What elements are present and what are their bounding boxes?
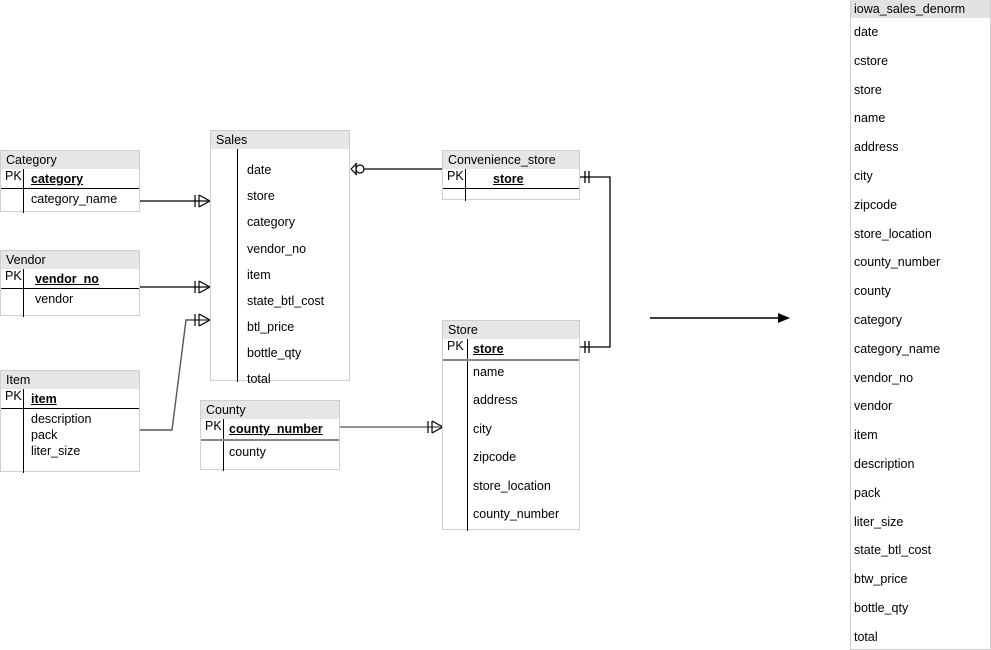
entity-county-pk-county-number: county_number xyxy=(229,422,323,436)
denorm-column-county-number[interactable]: county_number xyxy=(854,255,941,270)
denorm-column-county[interactable]: county xyxy=(854,284,891,299)
entity-store-pk-tag: PK xyxy=(447,339,464,353)
denorm-table-title: iowa_sales_denorm xyxy=(851,0,990,18)
entity-store-attr-zipcode: zipcode xyxy=(473,450,517,464)
entity-sales-body: date store category vendor_no item state… xyxy=(211,149,349,386)
entity-vendor[interactable]: Vendor PK vendor_no vendor xyxy=(0,250,140,317)
entity-sales-title: Sales xyxy=(211,131,349,149)
entity-sales-attr-total: total xyxy=(247,372,271,386)
entity-county-pk-tag: PK xyxy=(205,419,222,433)
entity-item[interactable]: Item PK item description pack liter_size xyxy=(0,370,140,473)
denorm-column-city[interactable]: city xyxy=(854,168,873,183)
denorm-column-date[interactable]: date xyxy=(854,25,879,39)
denorm-column-item[interactable]: item xyxy=(854,428,878,443)
entity-category-body: PK category category_name xyxy=(1,169,139,213)
entity-vendor-pk-tag: PK xyxy=(5,269,22,283)
denorm-column-store[interactable]: store xyxy=(854,82,882,97)
entity-store-attr-address: address xyxy=(473,393,518,407)
entity-county[interactable]: County PK county_number county xyxy=(200,400,340,471)
denorm-column-description[interactable]: description xyxy=(854,456,915,471)
denorm-column-category[interactable]: category xyxy=(854,312,902,327)
entity-item-attr-description: description xyxy=(31,412,92,426)
entity-store-attr-county-number: county_number xyxy=(473,507,560,521)
transform-arrow xyxy=(650,313,790,323)
entity-convenience-store[interactable]: Convenience_store PK store xyxy=(442,150,580,201)
denorm-column-pack[interactable]: pack xyxy=(854,485,881,500)
entity-vendor-pk-vendor-no: vendor_no xyxy=(35,272,99,286)
denorm-column-store-location[interactable]: store_location xyxy=(854,226,932,241)
entity-item-title: Item xyxy=(1,371,139,389)
entity-item-attr-liter-size: liter_size xyxy=(31,444,81,458)
entity-sales-attr-category: category xyxy=(247,215,295,229)
denorm-column-address[interactable]: address xyxy=(854,140,899,155)
entity-category-title: Category xyxy=(1,151,139,169)
denorm-column-bottle-qty[interactable]: bottle_qty xyxy=(854,600,909,615)
denorm-column-vendor[interactable]: vendor xyxy=(854,399,893,414)
entity-item-body: PK item description pack liter_size xyxy=(1,389,139,473)
relationship-vendor-sales xyxy=(140,280,211,294)
entity-convenience-store-pk-tag: PK xyxy=(447,169,464,183)
entity-category[interactable]: Category PK category category_name xyxy=(0,150,140,213)
entity-item-attr-pack: pack xyxy=(31,428,58,442)
entity-store-attr-city: city xyxy=(473,422,492,436)
entity-vendor-body: PK vendor_no vendor xyxy=(1,269,139,317)
entity-item-pk-tag: PK xyxy=(5,389,22,403)
entity-item-pk-item: item xyxy=(31,392,57,406)
denorm-column-category-name[interactable]: category_name xyxy=(854,341,941,356)
entity-county-title: County xyxy=(201,401,339,419)
entity-county-attr-county: county xyxy=(229,445,266,459)
entity-category-pk-tag: PK xyxy=(5,169,22,183)
denorm-column-state-btl-cost[interactable]: state_btl_cost xyxy=(854,543,932,558)
entity-store-attr-name: name xyxy=(473,365,505,379)
denorm-column-btw-price[interactable]: btw_price xyxy=(854,572,908,587)
denormalized-table-panel[interactable]: iowa_sales_denorm date cstore store name add… xyxy=(850,0,991,650)
entity-store-pk-store: store xyxy=(473,342,504,356)
entity-sales-attr-btl-price: btl_price xyxy=(247,320,295,334)
denorm-column-name[interactable]: name xyxy=(854,111,886,126)
entity-convenience-store-title: Convenience_store xyxy=(443,151,579,169)
entity-store-body: PK store name address city zipcode store… xyxy=(443,339,579,531)
denorm-column-liter-size[interactable]: liter_size xyxy=(854,514,904,529)
entity-sales-attr-bottle-qty: bottle_qty xyxy=(247,346,302,360)
entity-vendor-title: Vendor xyxy=(1,251,139,269)
entity-convenience-store-pk-store: store xyxy=(493,172,524,186)
denorm-column-vendor-no[interactable]: vendor_no xyxy=(854,370,914,385)
entity-sales[interactable]: Sales date store category vendor_no item… xyxy=(210,130,350,386)
relationship-county-store xyxy=(340,420,444,434)
entity-convenience-store-body: PK store xyxy=(443,169,579,201)
entity-sales-attr-item: item xyxy=(247,268,271,282)
relationship-category-sales xyxy=(140,194,211,208)
entity-sales-attr-store: store xyxy=(247,189,275,203)
entity-category-attr-category-name: category_name xyxy=(31,192,118,206)
denorm-column-total[interactable]: total xyxy=(854,629,878,644)
entity-store-attr-store-location: store_location xyxy=(473,479,551,493)
entity-sales-attr-vendor-no: vendor_no xyxy=(247,242,307,256)
relationship-conveniencestore-store xyxy=(580,171,611,353)
entity-sales-attr-state-btl-cost: state_btl_cost xyxy=(247,294,325,308)
entity-store-title: Store xyxy=(443,321,579,339)
relationship-sales-conveniencestore xyxy=(350,162,442,176)
entity-sales-attr-date: date xyxy=(247,163,272,177)
entity-category-pk-category: category xyxy=(31,172,84,186)
entity-store[interactable]: Store PK store name address city zipcode… xyxy=(442,320,580,531)
entity-county-body: PK county_number county xyxy=(201,419,339,471)
denorm-column-list: date cstore store name address city zipcode sto… xyxy=(851,18,990,649)
entity-vendor-attr-vendor: vendor xyxy=(35,292,74,306)
denorm-column-zipcode[interactable]: zipcode xyxy=(854,197,898,212)
denorm-column-cstore[interactable]: cstore xyxy=(854,53,889,68)
